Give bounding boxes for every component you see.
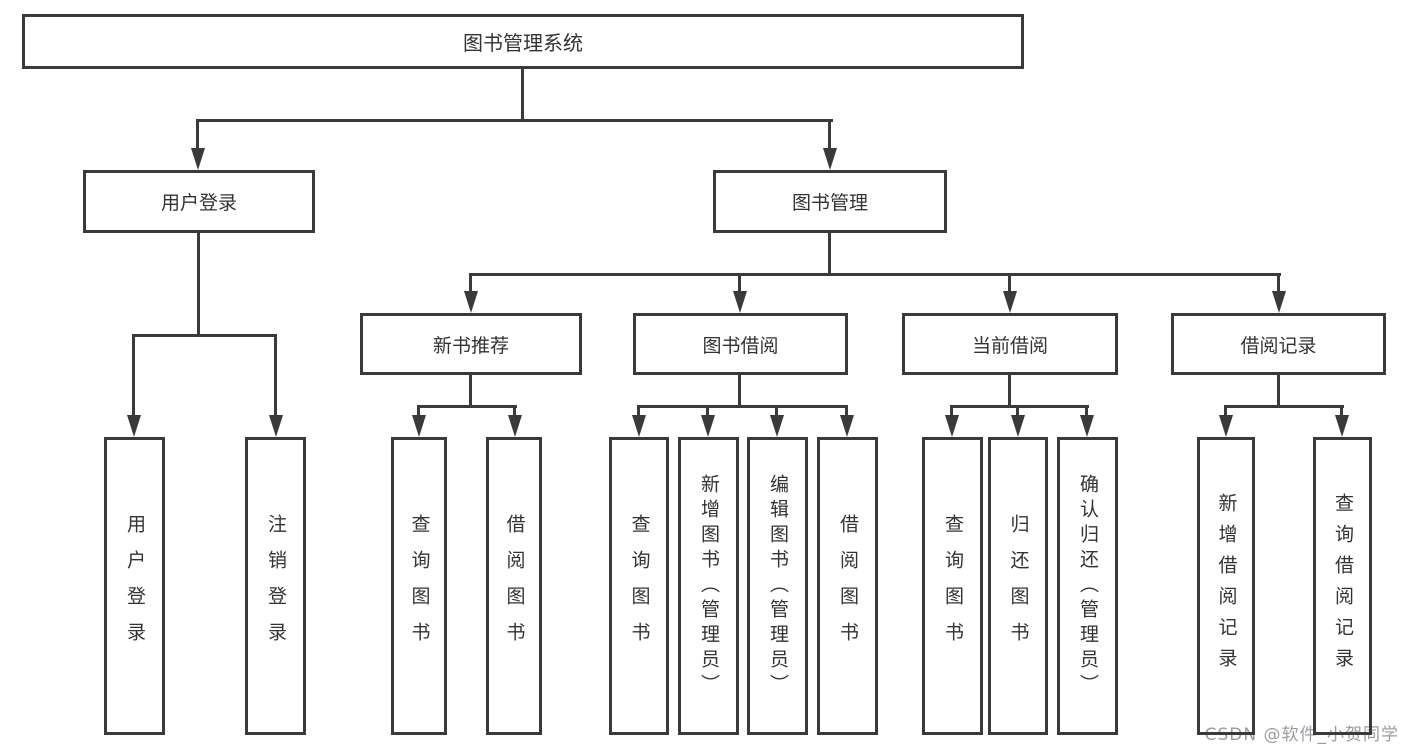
node-current-borrow-label: 当前借阅 — [971, 334, 1048, 357]
connector-shaft — [1340, 405, 1343, 417]
leaf-confirm-return-admin-label: 确认归还（管理员） — [1077, 473, 1099, 699]
connector-user-login-stem — [197, 233, 200, 337]
connector-shaft — [274, 334, 277, 416]
connector-shaft — [775, 405, 778, 417]
node-book-borrow-label: 图书借阅 — [702, 334, 779, 357]
leaf-add-borrow-record-label: 新增借阅记录 — [1215, 493, 1238, 679]
leaf-edit-book-admin-label: 编辑图书（管理员） — [767, 473, 789, 699]
connector-new-book-stem — [469, 375, 472, 408]
leaf-add-borrow-record: 新增借阅记录 — [1197, 437, 1255, 735]
leaf-query-books-borrow-label: 查询图书 — [628, 514, 651, 658]
leaf-edit-book-admin: 编辑图书（管理员） — [747, 437, 808, 735]
arrow-down-icon — [1335, 415, 1349, 437]
leaf-add-book-admin: 新增图书（管理员） — [678, 437, 739, 735]
node-user-login: 用户登录 — [83, 170, 315, 233]
arrow-down-icon — [191, 148, 205, 170]
connector-level2-branch — [196, 119, 833, 122]
node-root-label: 图书管理系统 — [463, 31, 583, 55]
leaf-user-login: 用户登录 — [104, 437, 165, 735]
connector-shaft — [1008, 273, 1011, 293]
connector-shaft — [417, 405, 420, 417]
node-book-management-label: 图书管理 — [791, 192, 868, 214]
connector-shaft — [738, 273, 741, 293]
arrow-down-icon — [412, 415, 426, 437]
leaf-borrow-books-newbook: 借阅图书 — [486, 437, 542, 735]
leaf-return-book: 归还图书 — [988, 437, 1048, 735]
connector-shaft — [513, 405, 516, 417]
node-book-borrow: 图书借阅 — [633, 313, 848, 375]
arrow-down-icon — [840, 415, 854, 437]
connector-shaft — [1085, 405, 1088, 417]
leaf-borrow-books-borrow: 借阅图书 — [817, 437, 878, 735]
arrow-down-icon — [464, 291, 478, 313]
leaf-add-book-admin-label: 新增图书（管理员） — [698, 473, 720, 699]
leaf-return-book-label: 归还图书 — [1007, 514, 1030, 658]
node-current-borrow: 当前借阅 — [902, 313, 1118, 375]
arrow-down-icon — [127, 415, 141, 437]
node-user-login-label: 用户登录 — [160, 192, 237, 214]
arrow-down-icon — [823, 148, 837, 170]
leaf-query-books-current: 查询图书 — [922, 437, 983, 735]
node-borrow-records: 借阅记录 — [1171, 313, 1386, 375]
connector-current-borrow-stem — [1008, 375, 1011, 408]
node-new-book-recommend-label: 新书推荐 — [432, 334, 509, 357]
connector-borrow-records-stem — [1277, 375, 1280, 408]
connector-level3-branch — [469, 273, 1281, 276]
node-book-management: 图书管理 — [713, 170, 947, 233]
connector-shaft — [469, 273, 472, 293]
leaf-query-books-newbook-label: 查询图书 — [408, 514, 431, 658]
connector-root-stem — [521, 69, 524, 122]
arrow-down-icon — [701, 415, 715, 437]
arrow-down-icon — [1011, 415, 1025, 437]
connector-shaft — [950, 405, 953, 417]
leaf-query-books-borrow: 查询图书 — [609, 437, 669, 735]
connector-new-book-branch — [417, 405, 517, 408]
connector-shaft — [1224, 405, 1227, 417]
leaf-query-books-newbook: 查询图书 — [391, 437, 447, 735]
node-borrow-records-label: 借阅记录 — [1240, 334, 1317, 357]
leaf-confirm-return-admin: 确认归还（管理员） — [1057, 437, 1118, 735]
arrow-down-icon — [733, 291, 747, 313]
leaf-query-borrow-record-label: 查询借阅记录 — [1332, 493, 1354, 679]
connector-shaft — [1016, 405, 1019, 417]
arrow-down-icon — [1080, 415, 1094, 437]
connector-shaft — [1277, 273, 1280, 293]
connector-shaft — [637, 405, 640, 417]
connector-book-borrow-stem — [738, 375, 741, 408]
leaf-query-borrow-record: 查询借阅记录 — [1313, 437, 1372, 735]
leaf-query-books-current-label: 查询图书 — [942, 514, 964, 658]
leaf-borrow-books-borrow-label: 借阅图书 — [837, 514, 859, 658]
connector-book-mgmt-stem — [828, 233, 831, 276]
arrow-down-icon — [1003, 291, 1017, 313]
connector-book-borrow-branch — [637, 405, 848, 408]
arrow-down-icon — [770, 415, 784, 437]
connector-shaft — [845, 405, 848, 417]
leaf-logout: 注销登录 — [245, 437, 306, 735]
connector-user-login-branch — [132, 334, 277, 337]
arrow-down-icon — [1219, 415, 1233, 437]
arrow-down-icon — [508, 415, 522, 437]
leaf-logout-label: 注销登录 — [265, 514, 287, 658]
connector-shaft — [706, 405, 709, 417]
connector-shaft — [132, 334, 135, 416]
node-new-book-recommend: 新书推荐 — [360, 313, 582, 375]
arrow-down-icon — [632, 415, 646, 437]
connector-shaft — [828, 119, 831, 149]
connector-shaft — [196, 119, 199, 149]
leaf-user-login-label: 用户登录 — [124, 514, 146, 658]
arrow-down-icon — [945, 415, 959, 437]
arrow-down-icon — [269, 415, 283, 437]
connector-borrow-records-branch — [1224, 405, 1344, 408]
arrow-down-icon — [1272, 291, 1286, 313]
node-root: 图书管理系统 — [22, 14, 1024, 69]
leaf-borrow-books-newbook-label: 借阅图书 — [503, 514, 526, 658]
connector-current-borrow-branch — [950, 405, 1089, 408]
